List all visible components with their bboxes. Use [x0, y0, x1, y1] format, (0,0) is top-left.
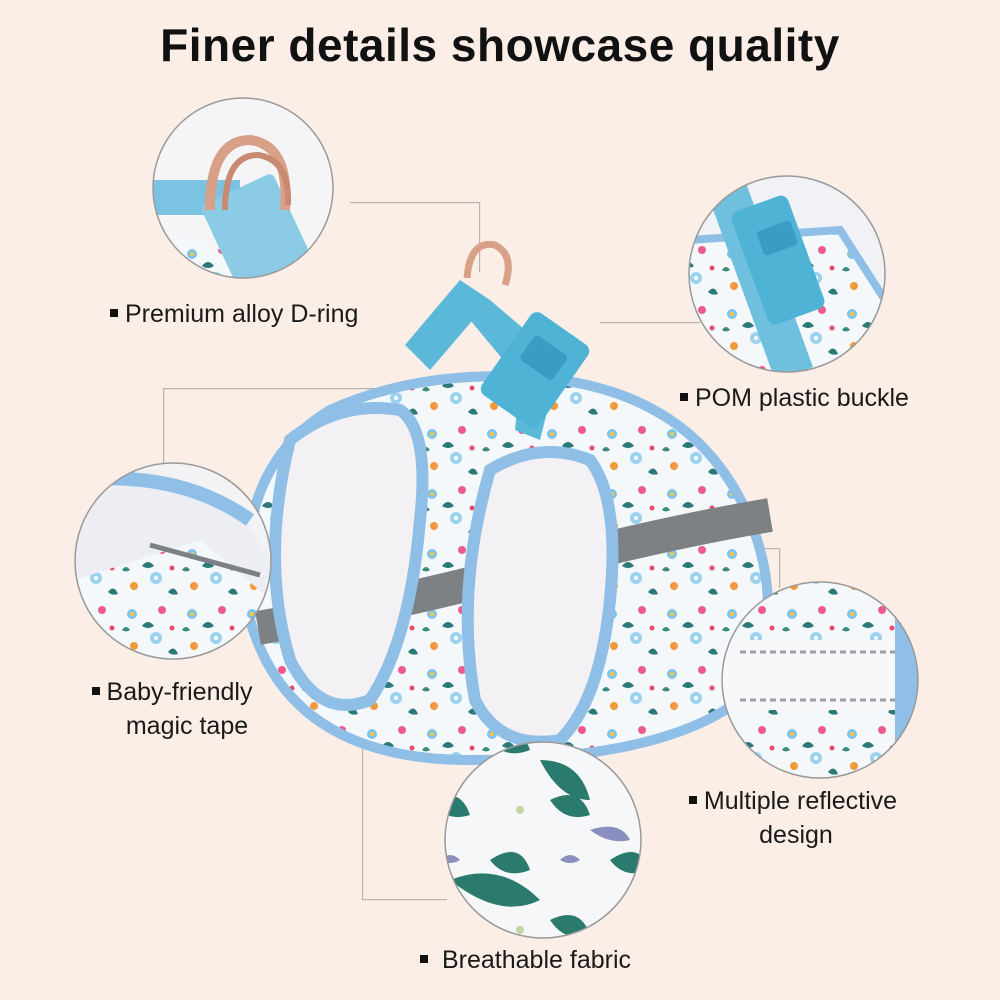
bullet-icon — [420, 955, 428, 964]
harness-vest — [241, 240, 773, 766]
bullet-icon — [680, 393, 688, 402]
bullet-icon — [688, 796, 697, 805]
detail-circle-buckle — [688, 175, 886, 373]
feature-label-buckle: POM plastic buckle — [680, 381, 909, 415]
feature-label-reflective: Multiple reflective design — [668, 784, 918, 852]
feature-text-line1: Multiple reflective — [703, 787, 898, 815]
bullet-icon — [110, 309, 118, 318]
feature-text-line1: Baby-friendly — [106, 678, 253, 706]
feature-text: Breathable fabric — [442, 946, 632, 974]
feature-label-magic-tape: Baby-friendly magic tape — [72, 675, 272, 743]
detail-circle-magic-tape — [74, 462, 272, 660]
feature-text: Premium alloy D-ring — [125, 300, 359, 328]
detail-circle-fabric — [444, 741, 642, 939]
detail-circle-reflective — [721, 581, 919, 779]
feature-label-d-ring: Premium alloy D-ring — [110, 297, 358, 331]
bullet-icon — [91, 687, 100, 696]
feature-label-fabric: Breathable fabric — [420, 943, 631, 977]
detail-circle-d-ring — [152, 97, 334, 279]
feature-text: POM plastic buckle — [695, 384, 909, 412]
feature-text-line2: magic tape — [125, 712, 249, 740]
page-title: Finer details showcase quality — [160, 19, 840, 71]
feature-text-line2: design — [759, 821, 833, 849]
